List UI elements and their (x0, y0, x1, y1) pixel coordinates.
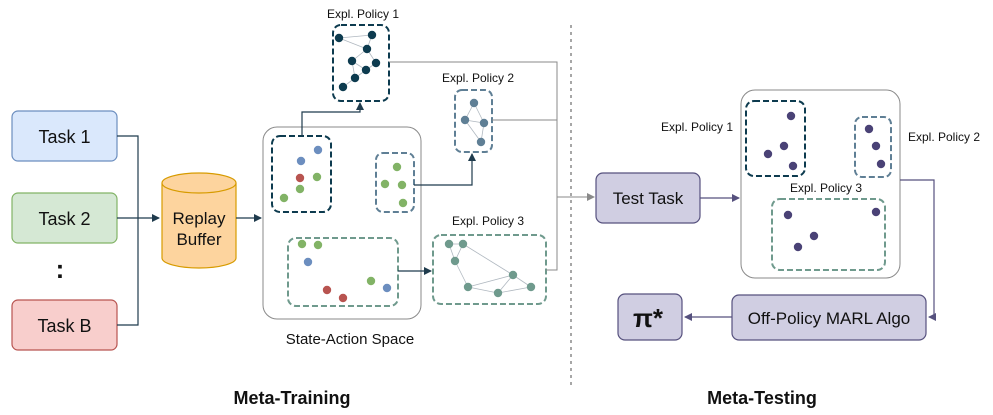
task-connectors (117, 135, 160, 326)
meta-testing-label: Meta-Testing (707, 388, 817, 408)
test-policy-1-dots (763, 111, 798, 171)
cluster-2-dots (380, 162, 408, 208)
expl-policy-1-box-train (332, 24, 390, 102)
pi-star-box: π* (617, 293, 683, 341)
off-policy-marl-algo-box: Off-Policy MARL Algo (731, 294, 927, 341)
state-action-space-box (262, 126, 422, 320)
cluster-3-dots (297, 239, 392, 303)
test-policy-space-box (740, 89, 901, 279)
expl-policy-1-box-test (745, 100, 806, 177)
expl-policy-1-graph (334, 30, 381, 92)
test-policy-2-dots (864, 124, 886, 169)
pi-star-label: π* (633, 303, 664, 333)
task-2-box: Task 2 (11, 192, 118, 244)
expl-policy-3-label-test: Expl. Policy 3 (790, 181, 862, 195)
cluster-3-box (287, 237, 399, 307)
test-task-box: Test Task (595, 172, 701, 224)
task-2-label: Task 2 (38, 209, 90, 229)
expl-policy-3-label-train: Expl. Policy 3 (452, 214, 524, 228)
meta-training-label: Meta-Training (233, 388, 350, 408)
space-to-algo-arrow (900, 179, 936, 321)
replay-buffer-cylinder: Replay Buffer (161, 172, 237, 269)
task-ellipsis: : (56, 254, 65, 284)
expl-policy-2-label-train: Expl. Policy 2 (442, 71, 514, 85)
expl-policy-1-label-test: Expl. Policy 1 (661, 120, 733, 134)
task-b-label: Task B (37, 316, 91, 336)
task-1-label: Task 1 (38, 127, 90, 147)
task-1-box: Task 1 (11, 110, 118, 162)
expl-policy-1-label-train: Expl. Policy 1 (327, 7, 399, 21)
expl-policy-2-label-test: Expl. Policy 2 (908, 130, 980, 144)
off-policy-marl-algo-label: Off-Policy MARL Algo (748, 309, 911, 328)
state-action-space-label: State-Action Space (286, 331, 414, 348)
replay-buffer-line1: Replay (173, 209, 226, 228)
expl-policy-2-box-test (854, 116, 892, 178)
test-policy-3-dots (783, 207, 881, 252)
cluster-to-policy-arrows (301, 102, 476, 275)
cluster-1-dots (279, 145, 323, 203)
expl-policy-3-box-test (771, 198, 886, 271)
task-b-box: Task B (11, 299, 118, 351)
expl-policy-3-graph (444, 239, 536, 298)
expl-policy-2-graph (460, 98, 489, 147)
replay-buffer-line2: Buffer (176, 230, 221, 249)
policy-merge-lines (389, 61, 595, 271)
expl-policy-2-box-train (454, 89, 493, 153)
cluster-2-box (375, 152, 415, 213)
test-task-label: Test Task (613, 189, 684, 208)
